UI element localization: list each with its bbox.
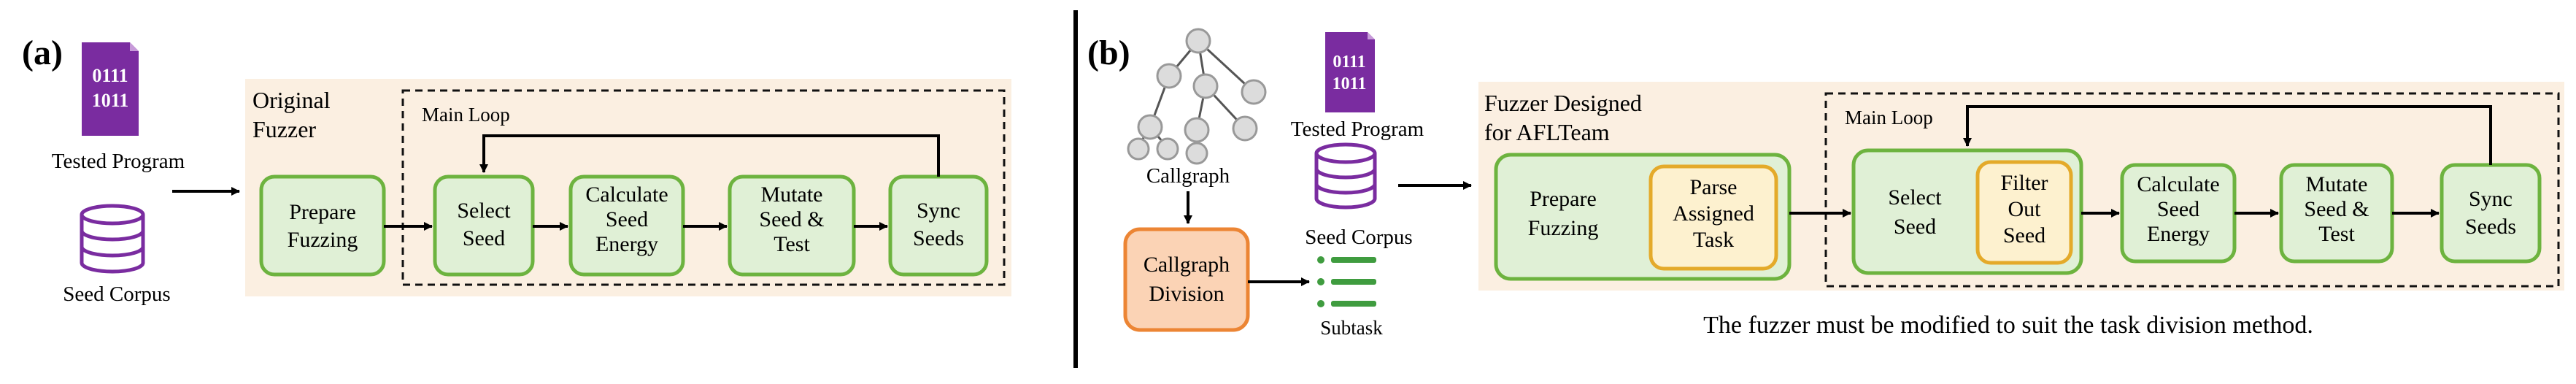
main-loop-label: Main Loop bbox=[422, 104, 510, 126]
afl-team-title-2: for AFLTeam bbox=[1484, 119, 1610, 145]
subtask-label: Subtask bbox=[1320, 317, 1383, 339]
sync-line-2: Seeds bbox=[913, 226, 964, 250]
seed-corpus-database-icon bbox=[80, 204, 145, 274]
division-line-1: Callgraph bbox=[1144, 253, 1230, 277]
tested-program-label-b: Tested Program bbox=[1291, 118, 1424, 141]
original-fuzzer-title-1: Original bbox=[252, 87, 331, 113]
main-loop-region-b bbox=[1824, 92, 2560, 288]
mutate-b-line-3: Test bbox=[2318, 222, 2355, 246]
mutate-b-line-1: Mutate bbox=[2306, 172, 2368, 196]
panel-a-label: (a) bbox=[22, 34, 63, 72]
seed-corpus-label: Seed Corpus bbox=[63, 283, 170, 306]
prepare-line-1: Prepare bbox=[289, 200, 356, 224]
prepare-b-line-2: Fuzzing bbox=[1528, 216, 1599, 240]
sync-b-line-2: Seeds bbox=[2465, 215, 2516, 239]
subtask-list-icon bbox=[1317, 256, 1376, 307]
calculate-b-line-2: Seed bbox=[2157, 197, 2199, 221]
calculate-b-line-1: Calculate bbox=[2137, 172, 2219, 196]
select-seed-box bbox=[433, 174, 535, 277]
filter-line-1: Filter bbox=[2001, 171, 2048, 195]
caption: The fuzzer must be modified to suit the … bbox=[1703, 312, 2313, 339]
select-b-line-2: Seed bbox=[1894, 215, 1936, 239]
select-b-line-1: Select bbox=[1888, 185, 1942, 210]
calculate-line-2: Seed bbox=[606, 207, 648, 231]
filter-line-3: Seed bbox=[2003, 223, 2045, 247]
callgraph-division-box bbox=[1123, 227, 1250, 332]
prepare-fuzzing-box bbox=[259, 174, 386, 277]
afl-team-title-1: Fuzzer Designed bbox=[1484, 90, 1642, 116]
main-loop-label-b: Main Loop bbox=[1845, 107, 1933, 128]
file-icon-line-1: 0111 bbox=[92, 65, 128, 86]
calculate-b-line-3: Energy bbox=[2147, 222, 2210, 246]
tested-program-label: Tested Program bbox=[52, 150, 185, 173]
mutate-b-line-2: Seed & bbox=[2304, 197, 2369, 221]
mutate-line-3: Test bbox=[774, 232, 810, 256]
panel-a-arrows bbox=[384, 134, 940, 231]
callgraph-label: Callgraph bbox=[1146, 164, 1230, 188]
file-icon-b-line-1: 0111 bbox=[1333, 53, 1365, 72]
prepare-line-2: Fuzzing bbox=[288, 228, 358, 252]
seed-corpus-label-b: Seed Corpus bbox=[1305, 226, 1412, 249]
sync-line-1: Sync bbox=[917, 199, 960, 223]
parse-assigned-task-box bbox=[1648, 164, 1778, 271]
sync-b-line-1: Sync bbox=[2469, 187, 2513, 211]
parse-line-1: Parse bbox=[1690, 175, 1738, 199]
prepare-b-line-1: Prepare bbox=[1530, 187, 1597, 211]
sync-seeds-box-b bbox=[2440, 163, 2542, 264]
select-line-1: Select bbox=[457, 199, 511, 223]
panel-b-arrows bbox=[1789, 105, 2492, 218]
calculate-line-1: Calculate bbox=[585, 183, 668, 207]
callgraph-tree-icon bbox=[1127, 28, 1267, 165]
tested-program-file-icon-b: 0111 1011 bbox=[1325, 32, 1375, 112]
file-icon-b-line-2: 1011 bbox=[1333, 74, 1367, 93]
calculate-line-3: Energy bbox=[595, 232, 658, 256]
parse-line-3: Task bbox=[1693, 228, 1734, 252]
division-line-2: Division bbox=[1149, 282, 1224, 306]
panel-a: (a) 0111 1011 Tested Program Seed Corpus… bbox=[22, 34, 1011, 306]
main-loop-region bbox=[401, 89, 1006, 286]
seed-corpus-database-icon-b bbox=[1314, 142, 1377, 210]
panel-b: (b) bbox=[1087, 28, 2564, 339]
panel-b-label: (b) bbox=[1087, 34, 1130, 72]
tested-program-file-icon: 0111 1011 bbox=[82, 42, 139, 136]
sync-seeds-box bbox=[888, 174, 989, 277]
select-line-2: Seed bbox=[463, 226, 505, 250]
mutate-line-1: Mutate bbox=[761, 183, 823, 207]
mutate-line-2: Seed & bbox=[759, 207, 824, 231]
original-fuzzer-title-2: Fuzzer bbox=[252, 116, 316, 142]
file-icon-line-2: 1011 bbox=[92, 90, 129, 111]
filter-line-2: Out bbox=[2008, 197, 2042, 221]
parse-line-2: Assigned bbox=[1673, 201, 1754, 226]
filter-out-seed-box bbox=[1975, 160, 2073, 265]
